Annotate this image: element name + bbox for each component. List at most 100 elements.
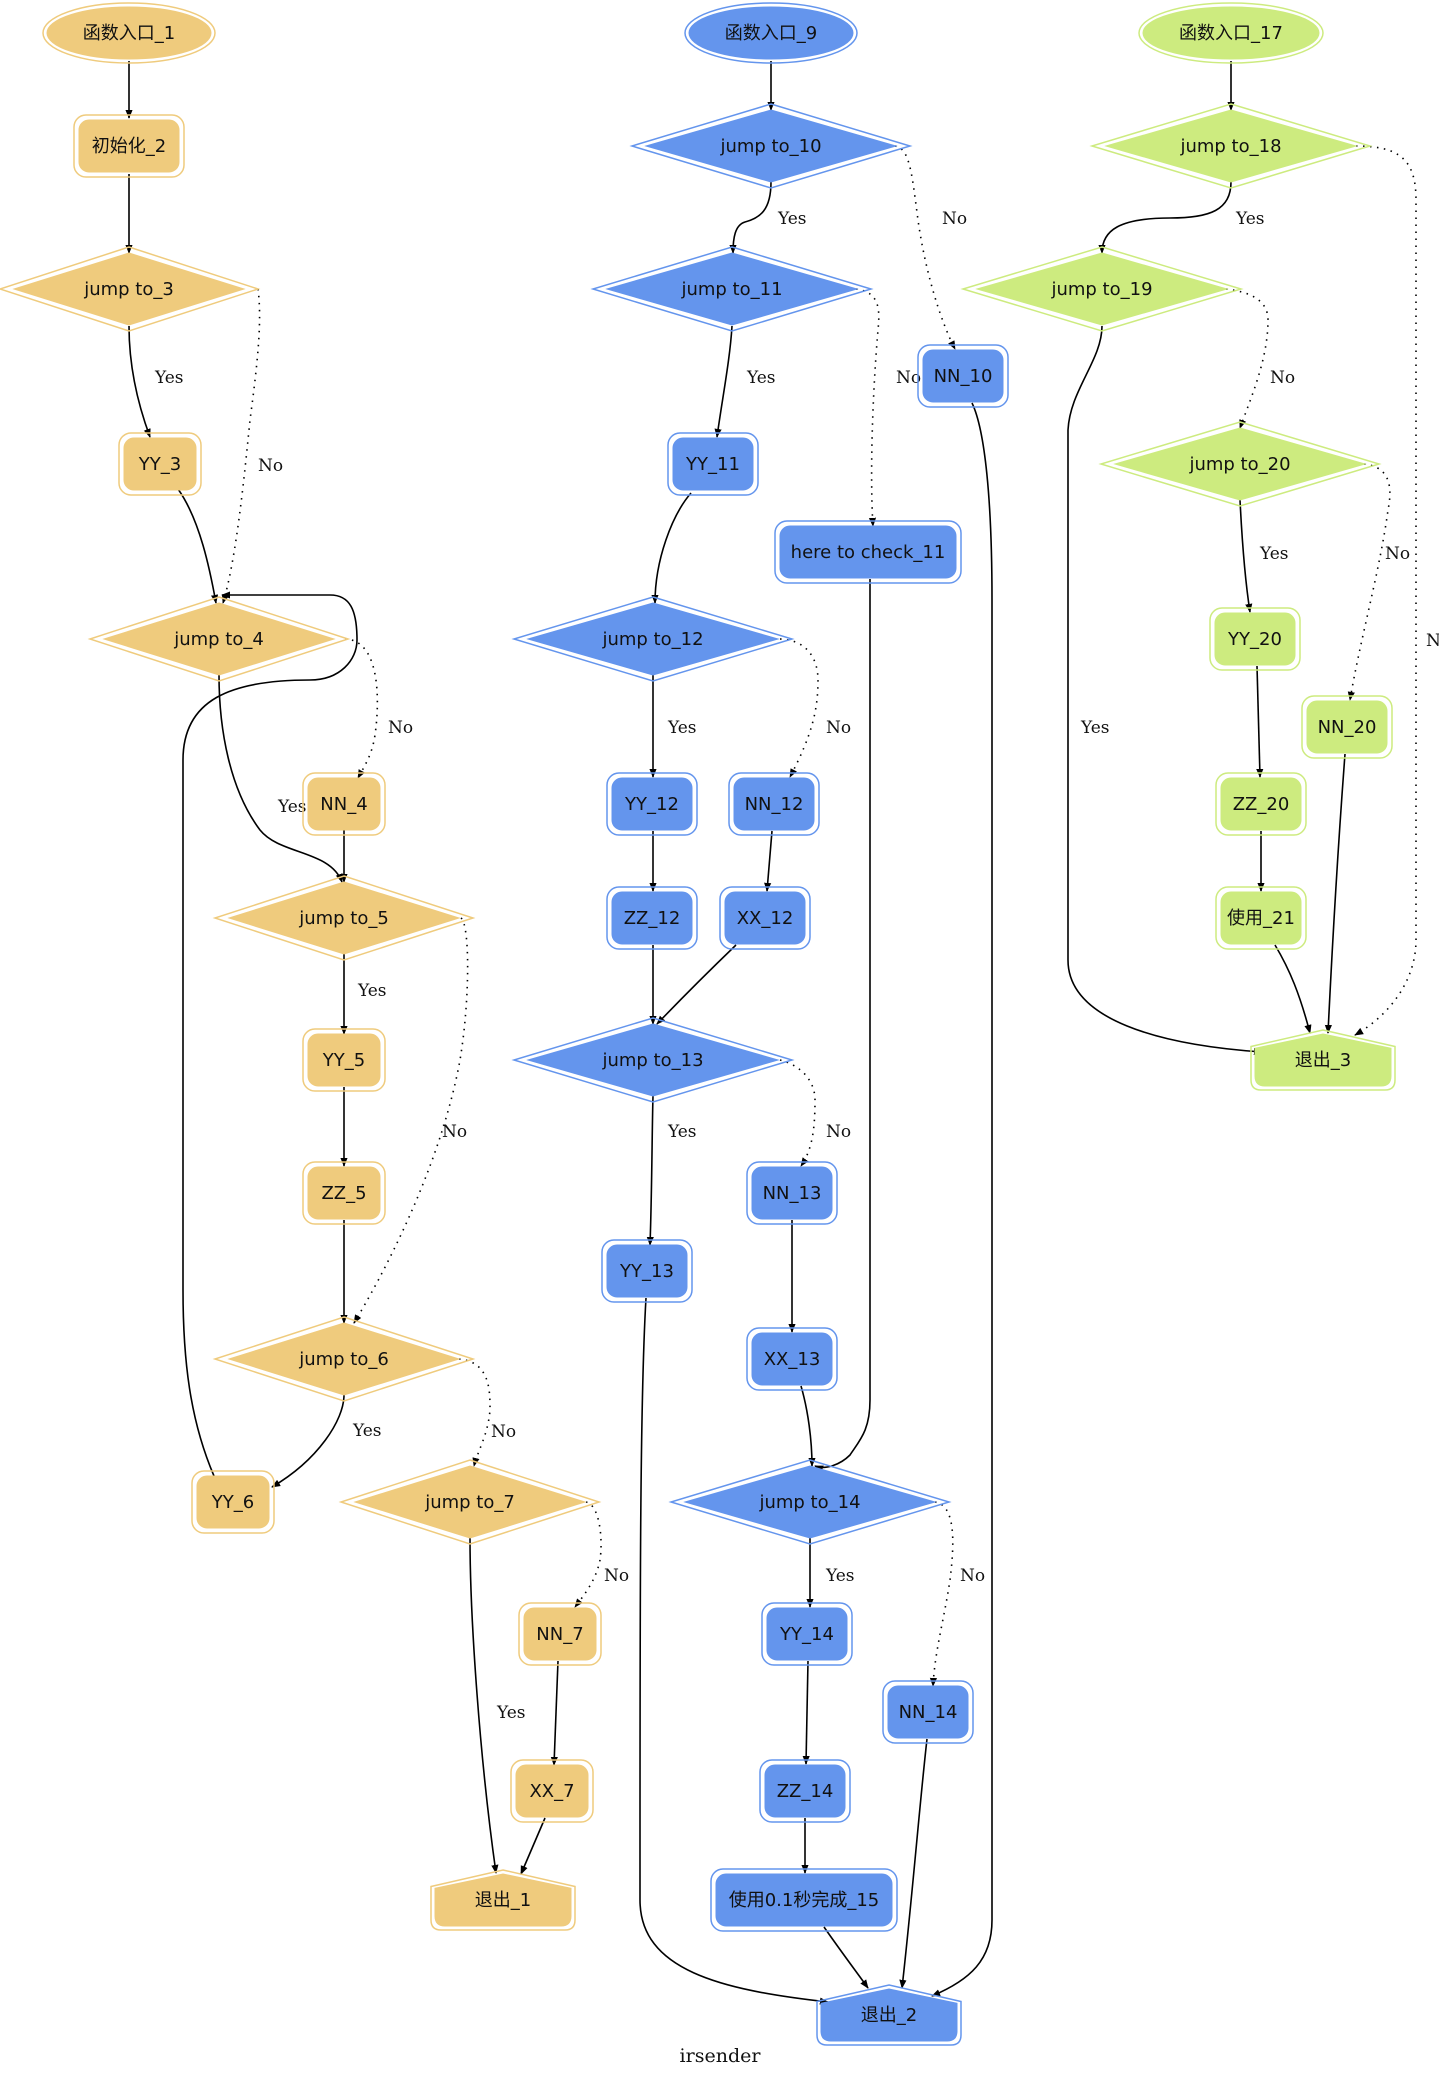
node-oY6: YY_6 xyxy=(191,1470,275,1534)
edge-label-yes: Yes xyxy=(746,368,776,388)
edge-line xyxy=(458,1358,491,1467)
node-label: jump to_5 xyxy=(298,908,389,929)
node-o3: jump to_3 xyxy=(0,246,261,332)
edge-line xyxy=(221,288,261,604)
edge-label-no: No xyxy=(258,456,283,476)
node-label: YY_13 xyxy=(619,1261,674,1282)
edge-b14-to-bN14: No xyxy=(929,1501,985,1687)
node-label: ZZ_14 xyxy=(777,1781,834,1802)
edge-line xyxy=(802,1660,810,1765)
edge-label-yes: Yes xyxy=(1235,209,1265,229)
node-bN12: NN_12 xyxy=(728,772,820,836)
edge-o5-to-oY5: Yes xyxy=(340,954,387,1035)
node-label: jump to_19 xyxy=(1050,279,1152,300)
edge-b13-to-bN13: No xyxy=(779,1059,851,1167)
edge-g19-to-gE3: Yes xyxy=(1067,325,1263,1056)
edge-line xyxy=(271,1394,345,1488)
edge-line xyxy=(469,1537,499,1874)
edge-line xyxy=(1347,463,1391,701)
edge-label-no: No xyxy=(1385,544,1410,564)
edge-line xyxy=(177,488,219,604)
node-label: 退出_1 xyxy=(475,1890,531,1911)
edge-label-no: No xyxy=(604,1566,629,1586)
edge-b12-to-bN12: No xyxy=(779,638,851,778)
edge-bY14-to-bZ14 xyxy=(802,1660,810,1765)
edge-line xyxy=(1239,499,1253,613)
edge-label-yes: Yes xyxy=(277,797,307,817)
edge-line xyxy=(814,579,871,1473)
edge-o3-to-oY3: Yes xyxy=(128,325,184,438)
edge-line xyxy=(779,638,819,778)
node-b9: 函数入口_9 xyxy=(684,2,858,64)
edge-line xyxy=(574,1501,602,1608)
node-b14: jump to_14 xyxy=(668,1459,952,1545)
edge-g20-to-gN20: No xyxy=(1347,463,1410,701)
edge-label-yes: Yes xyxy=(825,1566,855,1586)
node-bE2: 退出_2 xyxy=(816,1984,962,2046)
edge-oN7-to-oX7 xyxy=(550,1660,559,1766)
edge-bN14-to-bE2 xyxy=(899,1738,928,1989)
node-label: NN_4 xyxy=(320,794,367,815)
node-b15: 使用0.1秒完成_15 xyxy=(710,1868,898,1932)
edge-line xyxy=(1274,944,1312,1034)
node-o1: 函数入口_1 xyxy=(42,2,216,64)
node-label: ZZ_12 xyxy=(624,908,681,929)
edge-line xyxy=(646,1095,654,1246)
edge-label-yes: Yes xyxy=(154,368,184,388)
node-bY12: YY_12 xyxy=(606,772,698,836)
node-oE1: 退出_1 xyxy=(430,1869,576,1931)
node-label: jump to_18 xyxy=(1179,136,1281,157)
node-label: jump to_3 xyxy=(83,279,174,300)
node-gZ20: ZZ_20 xyxy=(1215,772,1307,836)
node-label: jump to_6 xyxy=(298,1349,389,1370)
node-o4: jump to_4 xyxy=(87,596,351,682)
node-label: YY_12 xyxy=(624,794,679,815)
edge-b13-to-bY13: Yes xyxy=(646,1095,697,1246)
edge-bY13-to-bE2 xyxy=(639,1297,829,2005)
edge-oY6-to-o4 xyxy=(182,591,358,1477)
edge-line xyxy=(128,325,151,438)
edge-line xyxy=(353,917,469,1324)
node-label: YY_3 xyxy=(138,454,181,475)
node-label: 函数入口_9 xyxy=(725,23,817,44)
edge-line xyxy=(729,181,772,254)
edge-bX13-to-b14 xyxy=(800,1385,816,1467)
node-label: jump to_14 xyxy=(758,1492,860,1513)
node-gY20: YY_20 xyxy=(1209,607,1301,671)
edge-label-yes: Yes xyxy=(777,209,807,229)
node-label: XX_7 xyxy=(529,1781,574,1802)
edge-label-yes: Yes xyxy=(357,981,387,1001)
edge-label-no: No xyxy=(491,1422,516,1442)
edge-line xyxy=(1098,181,1232,254)
node-oZ5: ZZ_5 xyxy=(302,1161,386,1225)
node-label: 使用_21 xyxy=(1227,908,1295,929)
node-label: jump to_10 xyxy=(719,136,821,157)
edge-bN12-to-bX12 xyxy=(764,830,773,892)
edge-label-no: No xyxy=(960,1566,985,1586)
node-label: NN_7 xyxy=(536,1624,583,1645)
edge-line xyxy=(182,591,358,1477)
node-b13: jump to_13 xyxy=(511,1017,795,1103)
edge-o3-to-o4: No xyxy=(221,288,283,604)
edge-line xyxy=(651,492,692,604)
node-label: jump to_11 xyxy=(680,279,782,300)
node-g21: 使用_21 xyxy=(1215,886,1307,950)
node-label: ZZ_20 xyxy=(1233,794,1290,815)
edge-line xyxy=(823,1926,869,1989)
edge-bY11-to-b12 xyxy=(651,492,692,604)
node-b11: jump to_11 xyxy=(590,246,874,332)
node-bX13: XX_13 xyxy=(746,1327,838,1391)
node-b12: jump to_12 xyxy=(511,596,795,682)
node-g19: jump to_19 xyxy=(960,246,1244,332)
edge-g18-to-g19: Yes xyxy=(1098,181,1265,254)
node-g20: jump to_20 xyxy=(1098,421,1382,507)
node-oY5: YY_5 xyxy=(302,1028,386,1092)
node-label: jump to_4 xyxy=(173,629,264,650)
edge-label-yes: Yes xyxy=(667,718,697,738)
node-label: 初始化_2 xyxy=(92,136,166,157)
edge-label-no: No xyxy=(826,1122,851,1142)
edge-o4-to-oN4: No xyxy=(344,638,413,779)
node-gN20: NN_20 xyxy=(1301,695,1393,759)
edge-gY20-to-gZ20 xyxy=(1256,665,1264,778)
